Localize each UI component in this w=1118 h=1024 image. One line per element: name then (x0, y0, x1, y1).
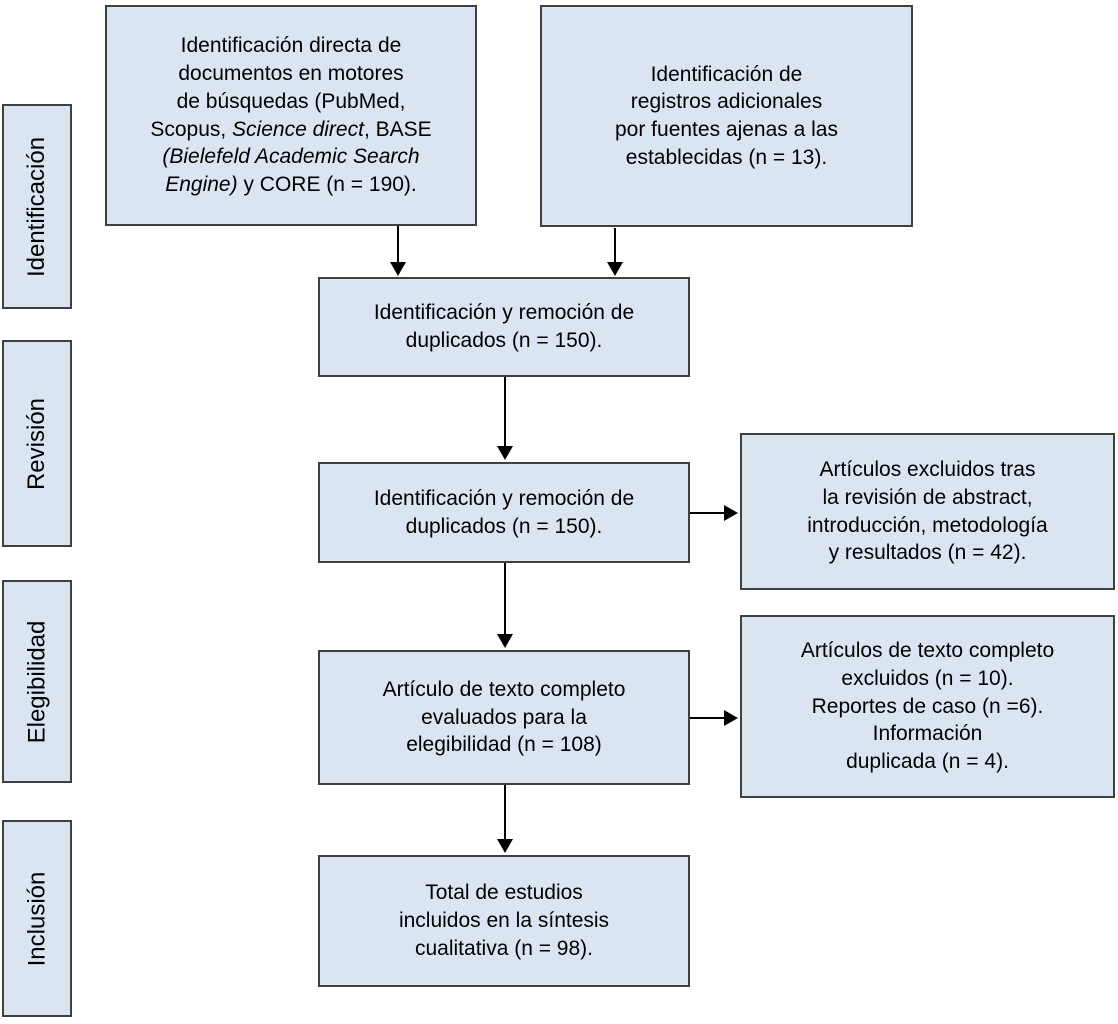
arrow-shaft (504, 785, 506, 840)
arrow-dedup1-to-dedup2 (497, 377, 513, 460)
arrow-shaft (504, 377, 506, 447)
arrow-fulltext-to-excluded-fulltext (690, 710, 738, 726)
arrow-additional-to-dedup1 (607, 228, 623, 276)
stage-elegibilidad-label: Elegibilidad (23, 620, 51, 743)
arrow-dedup2-to-fulltext (497, 563, 513, 648)
stage-inclusion: Inclusión (2, 820, 72, 1017)
arrow-down-icon (497, 446, 513, 460)
arrow-right-icon (724, 505, 738, 521)
stage-revision-label: Revisión (23, 397, 51, 490)
arrow-right-icon (724, 710, 738, 726)
stage-elegibilidad: Elegibilidad (2, 580, 72, 783)
arrow-shaft (504, 563, 506, 635)
arrow-down-icon (497, 839, 513, 853)
arrow-direct-to-dedup1 (390, 226, 406, 276)
arrow-down-icon (607, 262, 623, 276)
stage-identificacion: Identificación (2, 104, 72, 309)
arrow-shaft (690, 512, 725, 514)
arrow-fulltext-to-included (497, 785, 513, 853)
stage-identificacion-label: Identificación (23, 136, 50, 277)
arrow-shaft (397, 226, 399, 263)
arrow-dedup2-to-excluded-review (690, 505, 738, 521)
stage-revision: Revisión (2, 340, 72, 547)
arrow-down-icon (390, 262, 406, 276)
stage-inclusion-label: Inclusión (23, 871, 51, 966)
arrow-shaft (690, 717, 725, 719)
arrow-down-icon (497, 634, 513, 648)
arrow-shaft (614, 228, 616, 263)
